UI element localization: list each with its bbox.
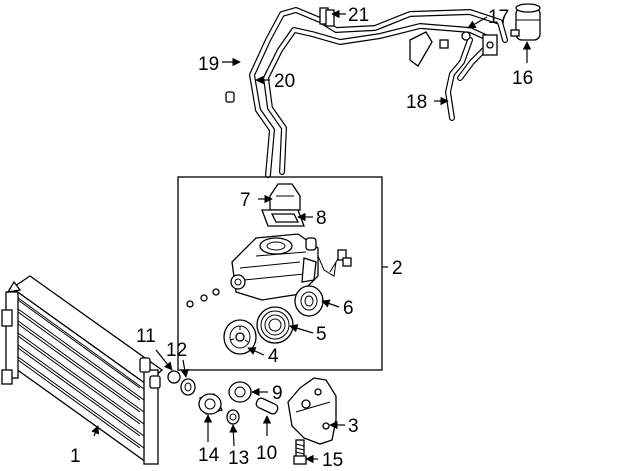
part-5-pulley <box>256 306 294 344</box>
part-13-cap <box>226 409 240 425</box>
compressor-assembly-box <box>177 176 383 371</box>
callout-9: 9 <box>272 383 283 404</box>
small-seals <box>186 288 220 308</box>
callout-21: 21 <box>348 5 369 26</box>
callout-8: 8 <box>316 208 327 229</box>
part-7-bracket <box>269 183 301 211</box>
callout-3: 3 <box>348 416 359 437</box>
part-1-condenser <box>1 275 164 465</box>
callout-13: 13 <box>228 448 249 469</box>
part-6-field-coil <box>294 285 324 317</box>
callout-5: 5 <box>316 324 327 345</box>
callout-17: 17 <box>488 7 509 28</box>
part-8-gasket <box>261 209 305 227</box>
callout-2: 2 <box>392 258 403 279</box>
receiver-drier <box>510 3 541 41</box>
part-15-bolt <box>293 439 307 465</box>
callout-1: 1 <box>70 446 81 467</box>
refrigerant-lines <box>225 7 508 178</box>
part-9-bearing <box>228 381 252 403</box>
callout-labels: 1 2 3 4 5 6 7 8 9 10 11 12 13 14 15 16 1… <box>70 5 533 471</box>
part-11-seal <box>167 370 181 384</box>
callout-15: 15 <box>322 450 343 471</box>
part-4-clutch-plate <box>223 319 257 355</box>
callout-16: 16 <box>512 68 533 89</box>
part-3-bracket <box>287 377 337 445</box>
callout-20: 20 <box>274 71 295 92</box>
callout-18: 18 <box>406 92 427 113</box>
callout-11: 11 <box>136 326 156 347</box>
callout-14: 14 <box>198 445 220 466</box>
callout-6: 6 <box>343 298 354 319</box>
callout-19: 19 <box>198 54 219 75</box>
part-14-bearing <box>198 393 223 415</box>
callout-7: 7 <box>240 190 251 211</box>
part-12-washer <box>180 378 196 396</box>
callout-10: 10 <box>256 443 277 464</box>
callout-12: 12 <box>166 340 187 361</box>
leader-arrows <box>91 9 532 464</box>
part-10-pin <box>255 397 279 415</box>
compressor-body <box>230 233 319 301</box>
callout-4: 4 <box>268 346 279 367</box>
